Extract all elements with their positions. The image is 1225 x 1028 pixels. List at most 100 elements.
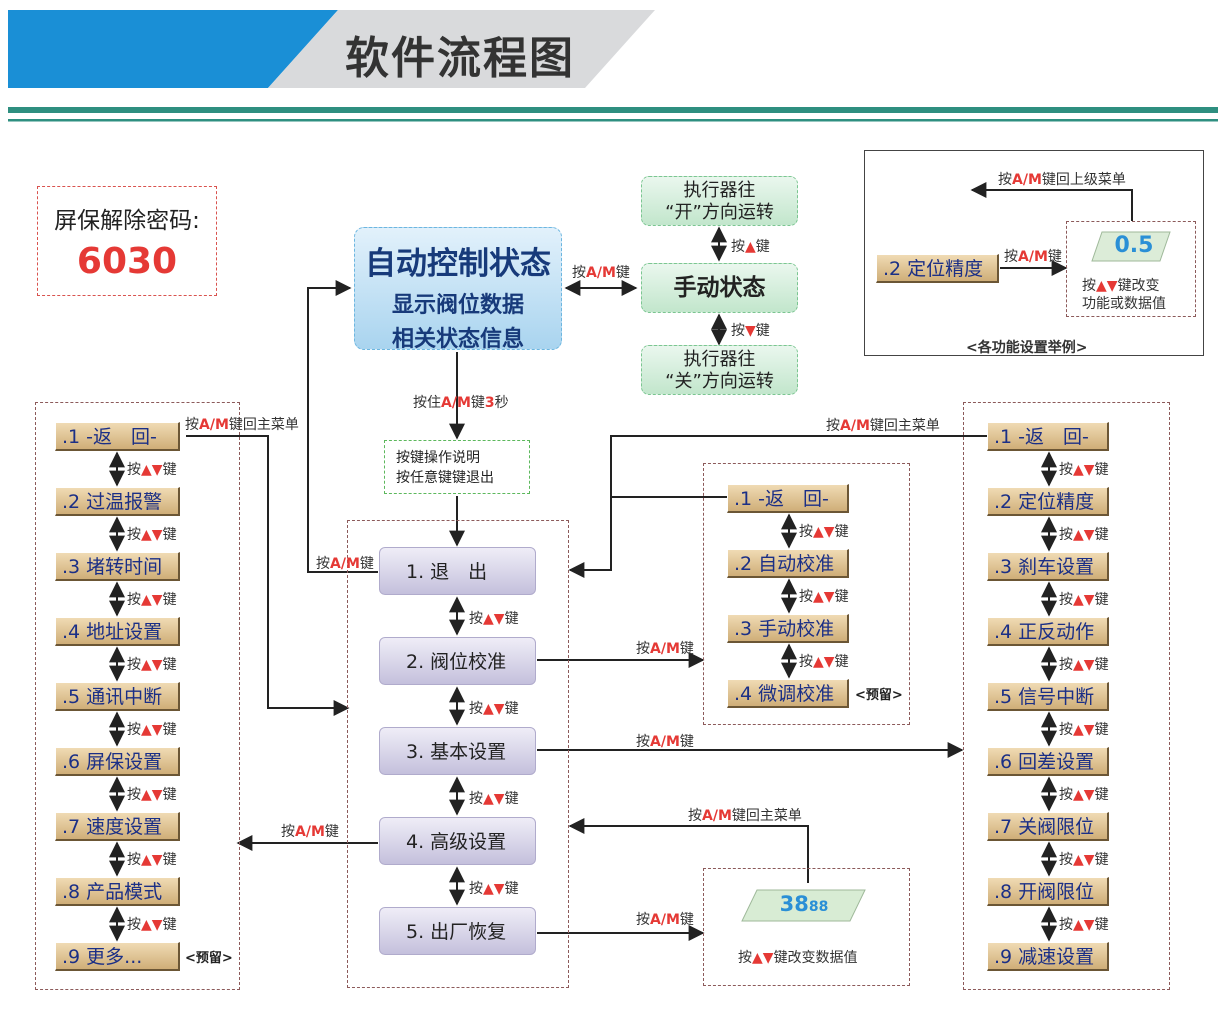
- key-instruction-note: 按键操作说明 按任意键键退出: [384, 440, 530, 494]
- left-menu-item-7[interactable]: .7 速度设置: [55, 812, 180, 841]
- main-item-advanced-settings[interactable]: 4. 高级设置: [379, 817, 536, 865]
- page-title: 软件流程图: [345, 33, 575, 84]
- right-menu-updown-5: 按▲▼键: [1059, 722, 1109, 738]
- left-menu-item-5[interactable]: .5 通讯中断: [55, 682, 180, 711]
- right-menu-item-7[interactable]: .7 关阀限位: [987, 812, 1109, 841]
- auto-state-title: 自动控制状态: [365, 246, 551, 282]
- label-left-back-main: 按A/M键回主菜单: [185, 417, 299, 433]
- calib-menu-item-1[interactable]: .1 -返 回-: [727, 484, 849, 513]
- left-menu-updown-2: 按▲▼键: [127, 527, 177, 543]
- example-frame: [864, 150, 1204, 356]
- right-menu-item-4[interactable]: .4 正反动作: [987, 617, 1109, 646]
- main-item-factory-reset[interactable]: 5. 出厂恢复: [379, 907, 536, 955]
- example-caption: <各功能设置举例>: [966, 340, 1088, 356]
- label-am-basic: 按A/M键: [636, 734, 694, 750]
- left-menu-updown-8: 按▲▼键: [127, 917, 177, 933]
- main-updown-1: 按▲▼键: [469, 611, 519, 627]
- menu-arrows: [109, 451, 1057, 942]
- main-item-exit[interactable]: 1. 退 出: [379, 547, 536, 595]
- right-menu-item-9[interactable]: .9 减速设置: [987, 942, 1109, 971]
- label-am-factory: 按A/M键: [636, 912, 694, 928]
- right-menu-item-8[interactable]: .8 开阀限位: [987, 877, 1109, 906]
- arrow-exit-auto: [307, 280, 378, 573]
- right-menu-item-6[interactable]: .6 回差设置: [987, 747, 1109, 776]
- left-menu-item-8[interactable]: .8 产品模式: [55, 877, 180, 906]
- open-line2: “开”方向运转: [665, 202, 774, 223]
- left-menu-updown-7: 按▲▼键: [127, 852, 177, 868]
- left-menu-item-3[interactable]: .3 堵转时间: [55, 552, 180, 581]
- password-label: 屏保解除密码:: [54, 208, 200, 234]
- calib-menu-updown-2: 按▲▼键: [799, 589, 849, 605]
- calib-menu-updown-3: 按▲▼键: [799, 654, 849, 670]
- factory-lcd: [741, 889, 866, 922]
- right-menu-item-3[interactable]: .3 刹车设置: [987, 552, 1109, 581]
- header-rule-thick: [8, 107, 1218, 113]
- label-factory-back-main: 按A/M键回主菜单: [688, 808, 802, 824]
- label-am-exit: 按A/M键: [316, 556, 374, 572]
- right-menu-item-5[interactable]: .5 信号中断: [987, 682, 1109, 711]
- calib-menu-item-2[interactable]: .2 自动校准: [727, 549, 849, 578]
- label-press-up: 按▲键: [731, 239, 770, 255]
- auto-control-state: 自动控制状态 显示阀位数据 相关状态信息: [354, 227, 562, 352]
- left-menu-item-9[interactable]: .9 更多...: [55, 942, 180, 971]
- example-display-frame: [1066, 221, 1196, 317]
- reserved-tag-mid: <预留>: [855, 688, 903, 703]
- main-updown-2: 按▲▼键: [469, 701, 519, 717]
- header-rule-thin: [8, 119, 1218, 122]
- left-menu-item-2[interactable]: .2 过温报警: [55, 487, 180, 516]
- example-item-positioning-accuracy[interactable]: .2 定位精度: [876, 254, 999, 283]
- right-menu-updown-8: 按▲▼键: [1059, 917, 1109, 933]
- label-factory-change: 按▲▼键改变数据值: [738, 950, 858, 966]
- main-item-valve-calibration[interactable]: 2. 阀位校准: [379, 637, 536, 685]
- label-example-change: 按▲▼键改变: [1082, 278, 1160, 294]
- factory-frame: [703, 868, 910, 986]
- right-menu-updown-7: 按▲▼键: [1059, 852, 1109, 868]
- factory-display-big: 38: [779, 892, 809, 916]
- example-display-value: 0.5: [1114, 233, 1154, 258]
- label-back-upper-menu: 按A/M键回上级菜单: [998, 172, 1126, 188]
- left-menu-updown-1: 按▲▼键: [127, 462, 177, 478]
- actuator-close-box: 执行器往 “关”方向运转: [641, 345, 798, 395]
- right-menu-updown-1: 按▲▼键: [1059, 462, 1109, 478]
- left-menu-item-6[interactable]: .6 屏保设置: [55, 747, 180, 776]
- main-menu-frame: [347, 520, 569, 988]
- password-value: 6030: [76, 241, 178, 282]
- left-menu-updown-4: 按▲▼键: [127, 657, 177, 673]
- left-menu-item-4[interactable]: .4 地址设置: [55, 617, 180, 646]
- label-am-advanced: 按A/M键: [281, 824, 339, 840]
- open-line1: 执行器往: [683, 180, 756, 201]
- calib-menu-item-4[interactable]: .4 微调校准: [727, 679, 849, 708]
- note-line1: 按键操作说明: [396, 450, 480, 466]
- label-right-back-main: 按A/M键回主菜单: [826, 418, 940, 434]
- right-menu-updown-4: 按▲▼键: [1059, 657, 1109, 673]
- left-menu-frame: [35, 402, 240, 990]
- header-gray-band: [268, 10, 655, 88]
- label-hold-am-3s: 按住A/M键3秒: [413, 395, 509, 411]
- label-press-down: 按▼键: [731, 323, 770, 339]
- manual-state-box: 手动状态: [641, 263, 798, 313]
- calib-menu-item-3[interactable]: .3 手动校准: [727, 614, 849, 643]
- arrow-right-return: [568, 435, 987, 578]
- label-am-auto-manual: 按A/M键: [572, 265, 630, 281]
- main-item-basic-settings[interactable]: 3. 基本设置: [379, 727, 536, 775]
- auto-state-line3: 相关状态信息: [391, 327, 524, 352]
- password-box: 屏保解除密码: 6030: [37, 186, 217, 296]
- right-menu-item-1[interactable]: .1 -返 回-: [987, 422, 1109, 451]
- right-menu-updown-3: 按▲▼键: [1059, 592, 1109, 608]
- actuator-open-box: 执行器往 “开”方向运转: [641, 176, 798, 226]
- left-menu-updown-5: 按▲▼键: [127, 722, 177, 738]
- left-menu-item-1[interactable]: .1 -返 回-: [55, 422, 180, 451]
- right-menu-item-2[interactable]: .2 定位精度: [987, 487, 1109, 516]
- arrow-left-return: [186, 435, 350, 716]
- calibration-menu-frame: [703, 463, 910, 725]
- right-menu-updown-2: 按▲▼键: [1059, 527, 1109, 543]
- reserved-tag-left: <预留>: [185, 951, 233, 966]
- right-menu-frame: [963, 402, 1170, 990]
- note-line2: 按任意键键退出: [396, 470, 494, 486]
- auto-state-line2: 显示阀位数据: [391, 293, 524, 318]
- label-example-func: 功能或数据值: [1082, 296, 1166, 312]
- left-menu-updown-3: 按▲▼键: [127, 592, 177, 608]
- right-menu-updown-6: 按▲▼键: [1059, 787, 1109, 803]
- label-am-calibration: 按A/M键: [636, 641, 694, 657]
